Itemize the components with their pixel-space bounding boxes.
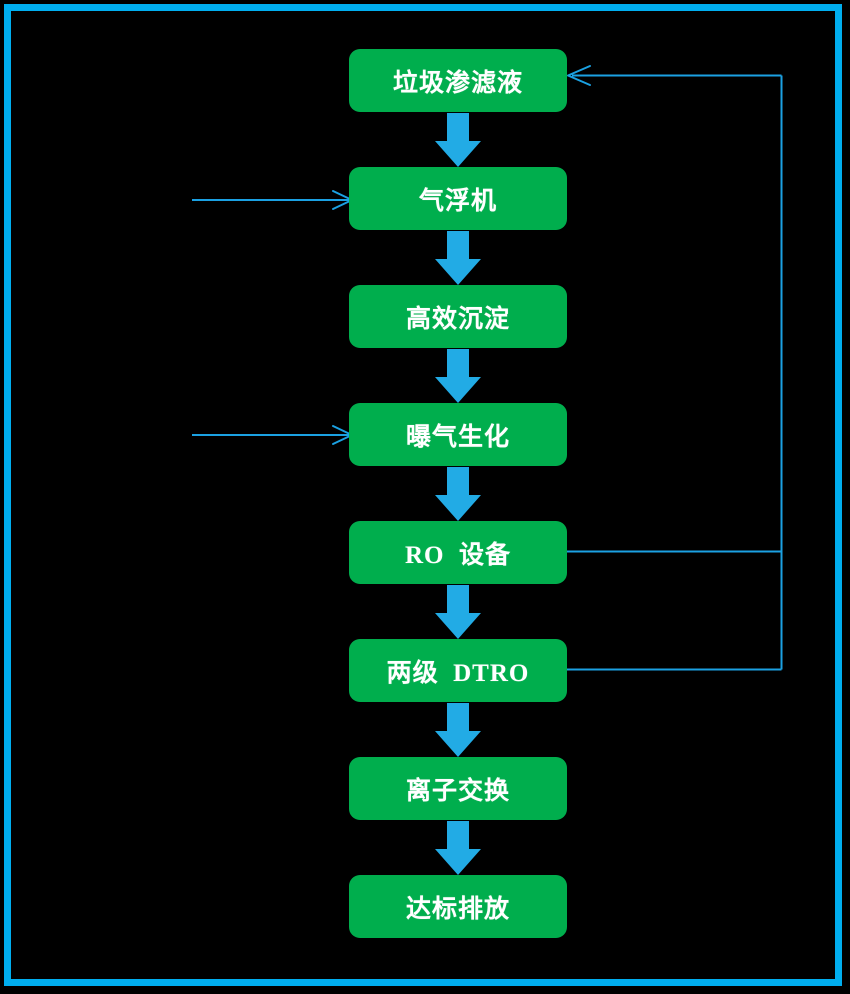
input-arrow-aeration [192,425,353,445]
node-dtro-label: 两级 DTRO [386,659,530,687]
node-settling-label: 高效沉淀 [405,305,510,333]
node-flotation[interactable]: 气浮机 [349,167,567,230]
node-standard-discharge-label: 达标排放 [405,895,510,923]
node-leachate-label: 垃圾渗滤液 [392,69,523,97]
node-settling[interactable]: 高效沉淀 [349,285,567,348]
flow-arrow-aeration-to-ro [435,467,481,521]
node-standard-discharge[interactable]: 达标排放 [349,875,567,938]
flow-arrow-settling-to-aeration [435,349,481,403]
node-dtro[interactable]: 两级 DTRO [349,639,567,702]
node-aeration-label: 曝气生化 [405,423,510,451]
flow-arrow-flotation-to-settling [435,231,481,285]
node-leachate[interactable]: 垃圾渗滤液 [349,49,567,112]
flow-arrow-ro-to-dtro [435,585,481,639]
flow-arrow-leachate-to-flotation [435,113,481,167]
flow-arrow-dtro-to-ionexchange [435,703,481,757]
input-arrow-flotation [192,190,353,210]
node-ion-exchange[interactable]: 离子交换 [349,757,567,820]
node-ion-exchange-label: 离子交换 [405,777,510,805]
node-ro-equipment-label: RO 设备 [404,541,511,569]
node-ro-equipment[interactable]: RO 设备 [349,521,567,584]
flow-arrow-ionexchange-to-discharge [435,821,481,875]
node-aeration[interactable]: 曝气生化 [349,403,567,466]
node-flotation-label: 气浮机 [418,187,497,215]
